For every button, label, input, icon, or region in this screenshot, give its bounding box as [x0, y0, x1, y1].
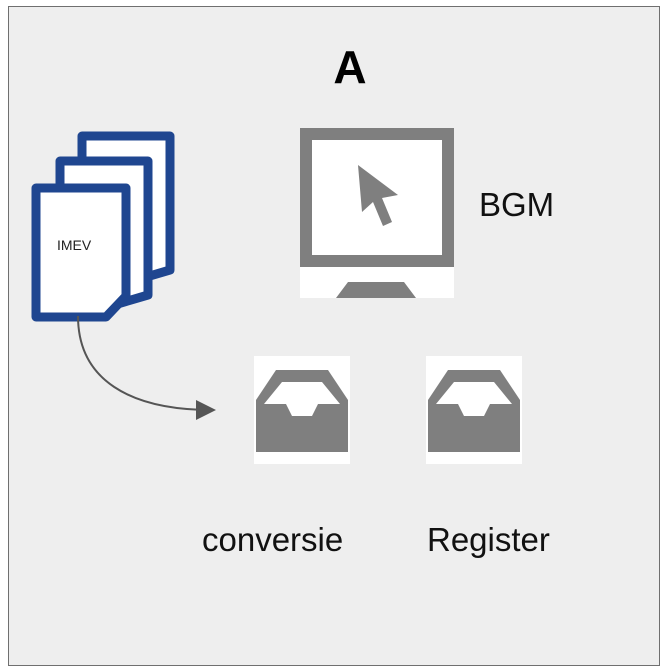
- documents-label: IMEV: [57, 237, 92, 253]
- document-stack-icon: [31, 131, 175, 322]
- tray-label-conversie: conversie: [202, 521, 344, 558]
- diagram-title: A: [333, 41, 367, 93]
- monitor-label: BGM: [479, 186, 555, 223]
- monitor-cursor-icon: [300, 128, 454, 298]
- tray-label-register: Register: [427, 521, 550, 558]
- flow-arrow: [77, 315, 216, 420]
- inbox-tray-icon-register: [426, 356, 522, 464]
- inbox-tray-icon-conversie: [254, 356, 350, 464]
- diagram-panel: [8, 6, 660, 666]
